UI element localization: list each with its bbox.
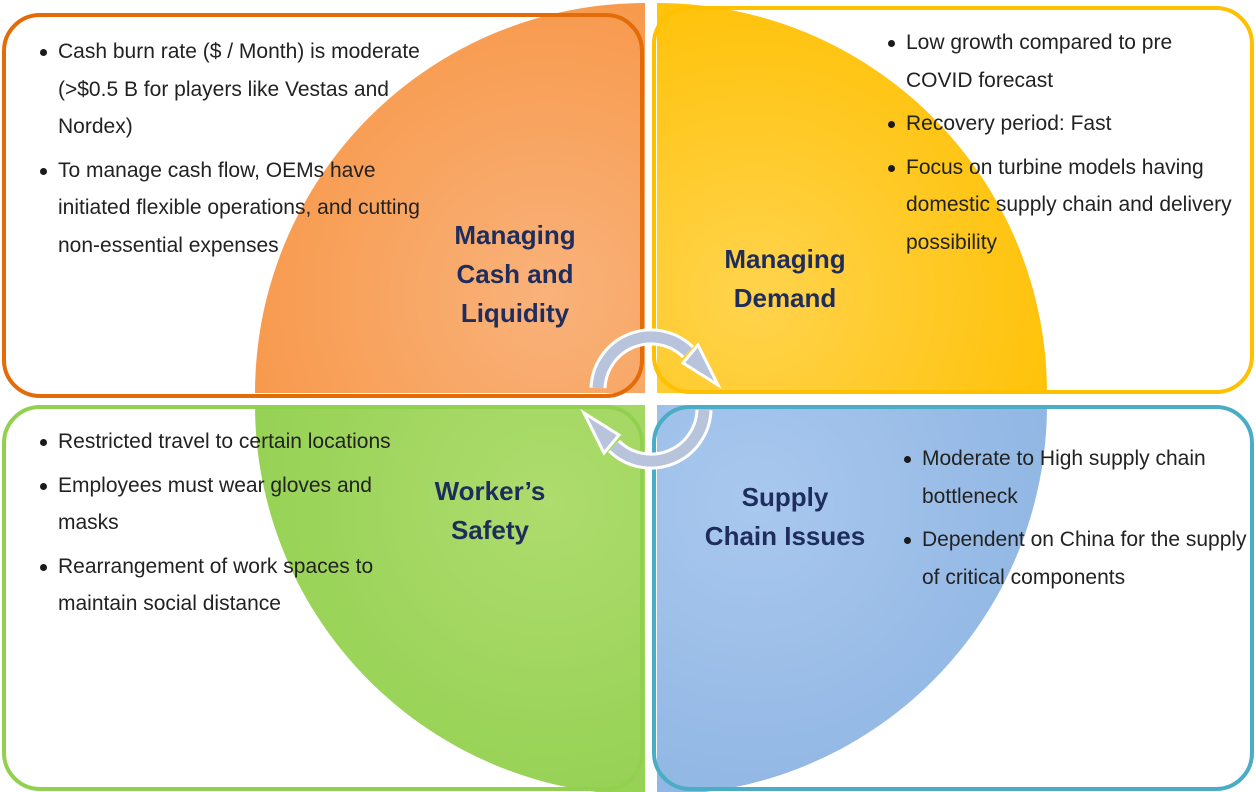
title-supply: Supply Chain Issues: [675, 478, 895, 556]
title-demand: Managing Demand: [690, 240, 880, 318]
title-demand-line-1: Managing: [724, 244, 846, 274]
title-cash: Managing Cash and Liquidity: [415, 216, 615, 333]
title-safety-line-1: Worker’s: [434, 476, 546, 506]
bullet-supply-1: Moderate to High supply chain bottleneck: [904, 440, 1252, 515]
bullets-supply: Moderate to High supply chain bottleneck…: [900, 440, 1252, 602]
title-supply-line-1: Supply: [741, 482, 829, 512]
bullet-cash-2: To manage cash flow, OEMs have initiated…: [40, 152, 448, 265]
bullets-cash: Cash burn rate ($ / Month) is moderate (…: [36, 33, 448, 270]
bullet-demand-3: Focus on turbine models having domestic …: [888, 149, 1236, 262]
panel-cash-border: [2, 13, 644, 398]
bullet-cash-1: Cash burn rate ($ / Month) is moderate (…: [40, 33, 448, 146]
bullets-safety: Restricted travel to certain locations E…: [36, 423, 430, 629]
bullet-supply-2: Dependent on China for the supply of cri…: [904, 521, 1252, 596]
panel-safety-border: [2, 405, 644, 791]
quadrant-supply-wedge: [657, 405, 1047, 792]
panel-demand-border: [652, 6, 1254, 394]
title-cash-line-1: Managing: [454, 220, 576, 250]
title-supply-line-2: Chain Issues: [704, 521, 866, 551]
bullets-demand: Low growth compared to pre COVID forecas…: [884, 24, 1236, 267]
quadrant-demand-wedge: [657, 3, 1047, 393]
bullet-demand-2: Recovery period: Fast: [888, 105, 1236, 143]
cycle-arrows-icon: [580, 328, 722, 470]
bullet-safety-1: Restricted travel to certain locations: [40, 423, 430, 461]
quadrant-safety-wedge: [255, 405, 645, 792]
title-safety-line-2: Safety: [450, 515, 530, 545]
panel-supply-border: [652, 405, 1254, 791]
bullet-demand-1: Low growth compared to pre COVID forecas…: [888, 24, 1236, 99]
bullet-safety-3: Rearrangement of work spaces to maintain…: [40, 548, 430, 623]
title-cash-line-2: Cash and: [456, 259, 574, 289]
title-cash-line-3: Liquidity: [460, 298, 570, 328]
bullet-safety-2: Employees must wear gloves and masks: [40, 467, 430, 542]
quadrant-cash-wedge: [255, 3, 645, 393]
title-safety: Worker’s Safety: [390, 472, 590, 550]
title-demand-line-2: Demand: [733, 283, 837, 313]
